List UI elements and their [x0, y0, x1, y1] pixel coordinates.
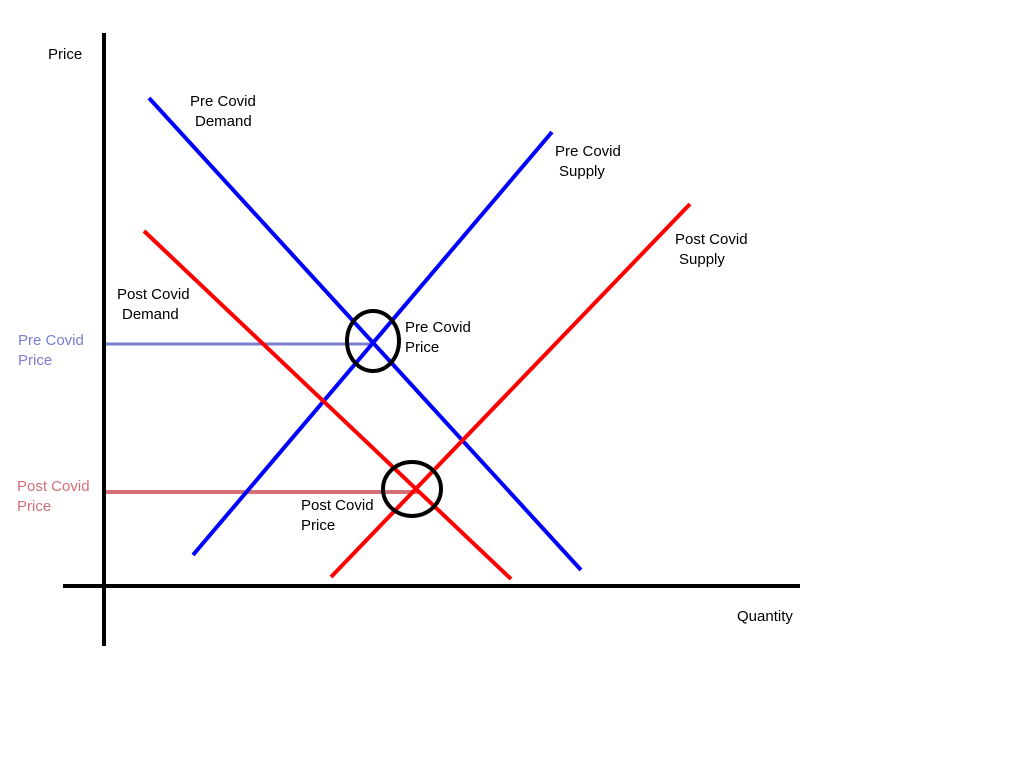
svg-text:Pre Covid: Pre Covid — [18, 332, 84, 349]
svg-text:Price: Price — [17, 498, 51, 515]
svg-text:Price: Price — [405, 339, 439, 356]
post-covid-equilibrium-label: Post Covid Price — [301, 497, 374, 534]
x-axis-label: Quantity — [737, 608, 793, 625]
svg-text:Price: Price — [301, 517, 335, 534]
pre-covid-equilibrium-label: Pre Covid Price — [405, 319, 471, 356]
pre-covid-supply-label: Pre Covid Supply — [555, 143, 621, 180]
pre-covid-demand-curve — [147, 96, 583, 572]
pre-covid-equilibrium-circle — [345, 309, 401, 373]
svg-text:Demand: Demand — [122, 306, 179, 323]
svg-text:Post Covid: Post Covid — [117, 286, 190, 303]
post-covid-price-axis-label: Post Covid Price — [17, 478, 90, 515]
svg-text:Post Covid: Post Covid — [17, 478, 90, 495]
svg-text:Pre Covid: Pre Covid — [190, 93, 256, 110]
y-axis-label: Price — [48, 46, 82, 63]
svg-text:Supply: Supply — [559, 163, 605, 180]
post-covid-supply-curve — [329, 202, 692, 579]
svg-text:Pre Covid: Pre Covid — [555, 143, 621, 160]
pre-covid-supply-curve — [191, 130, 554, 557]
svg-text:Post Covid: Post Covid — [675, 231, 748, 248]
svg-text:Pre Covid: Pre Covid — [405, 319, 471, 336]
post-covid-demand-curve — [142, 229, 513, 581]
svg-text:Demand: Demand — [195, 113, 252, 130]
post-covid-demand-label: Post Covid Demand — [117, 286, 190, 323]
post-covid-supply-label: Post Covid Supply — [675, 231, 748, 268]
svg-text:Post Covid: Post Covid — [301, 497, 374, 514]
svg-text:Supply: Supply — [679, 251, 725, 268]
pre-covid-demand-label: Pre Covid Demand — [190, 93, 256, 130]
post-covid-equilibrium-circle — [381, 460, 443, 518]
svg-text:Price: Price — [18, 352, 52, 369]
pre-covid-price-axis-label: Pre Covid Price — [18, 332, 84, 369]
